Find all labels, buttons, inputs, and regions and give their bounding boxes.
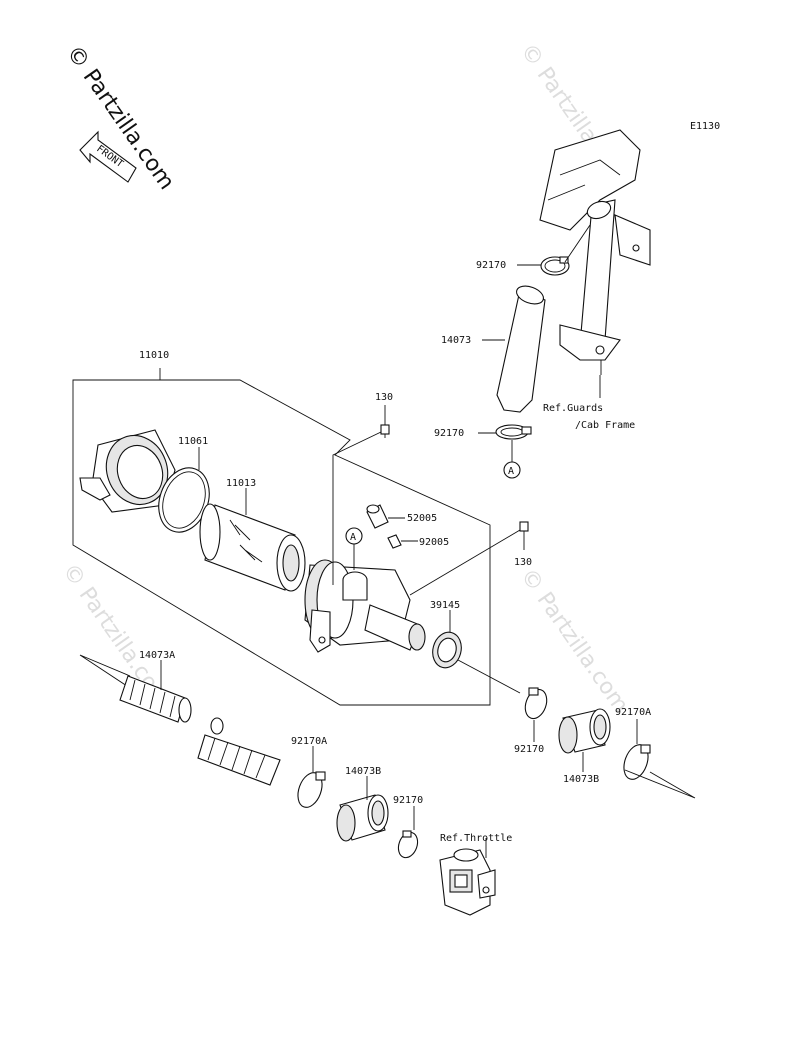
air-box-cover	[79, 429, 176, 513]
cab-frame	[539, 129, 651, 375]
label-92005: 92005	[419, 537, 449, 548]
label-130-top: 130	[375, 392, 393, 403]
seal-39145	[432, 631, 462, 669]
assembly-outline	[72, 379, 491, 706]
bellows-14073A-upper	[119, 675, 192, 723]
clamp-92170-top	[540, 256, 570, 276]
diagram-code: E1130	[690, 121, 720, 132]
label-92170-right: 92170	[514, 744, 544, 755]
clamp-92170A-right	[623, 744, 651, 780]
marker-a-upper: A	[345, 527, 363, 545]
label-92170A-right: 92170A	[615, 707, 651, 718]
label-14073A: 14073A	[139, 650, 175, 661]
air-box-housing	[304, 559, 426, 653]
ref-cab-frame-label: /Cab Frame	[575, 420, 635, 431]
label-11013: 11013	[226, 478, 256, 489]
label-14073B-right: 14073B	[563, 774, 599, 785]
label-130-right: 130	[514, 557, 532, 568]
label-39145: 39145	[430, 600, 460, 611]
bellows-14073B-right	[558, 708, 611, 754]
filter-element-11013	[199, 503, 306, 592]
marker-a-lower: A	[503, 461, 521, 479]
bolt-130-top	[380, 424, 390, 438]
bellows-14073A-lower	[197, 717, 281, 786]
label-52005: 52005	[407, 513, 437, 524]
label-92170-bottom: 92170	[393, 795, 423, 806]
label-11061: 11061	[178, 436, 208, 447]
bellows-14073B-left	[336, 794, 389, 842]
duct-14073	[496, 285, 546, 413]
marker-a-lower-label: A	[508, 466, 514, 477]
clamp-92170-right	[524, 687, 548, 720]
ref-guards-label: Ref.Guards	[543, 403, 603, 414]
label-92170-top: 92170	[476, 260, 506, 271]
clamp-92170-bottom	[397, 830, 419, 859]
clamp-92170A-left	[297, 771, 326, 808]
cap-52005	[366, 504, 389, 529]
label-14073B-left: 14073B	[345, 766, 381, 777]
fitting-92005	[387, 534, 402, 549]
label-11010: 11010	[139, 350, 169, 361]
label-92170-mid: 92170	[434, 428, 464, 439]
ref-throttle-label: Ref.Throttle	[440, 833, 512, 844]
throttle-body	[439, 848, 496, 916]
label-14073: 14073	[441, 335, 471, 346]
clamp-92170-mid	[495, 424, 532, 440]
bolt-130-right	[519, 521, 529, 532]
label-92170A-left: 92170A	[291, 736, 327, 747]
marker-a-upper-label: A	[350, 532, 356, 543]
